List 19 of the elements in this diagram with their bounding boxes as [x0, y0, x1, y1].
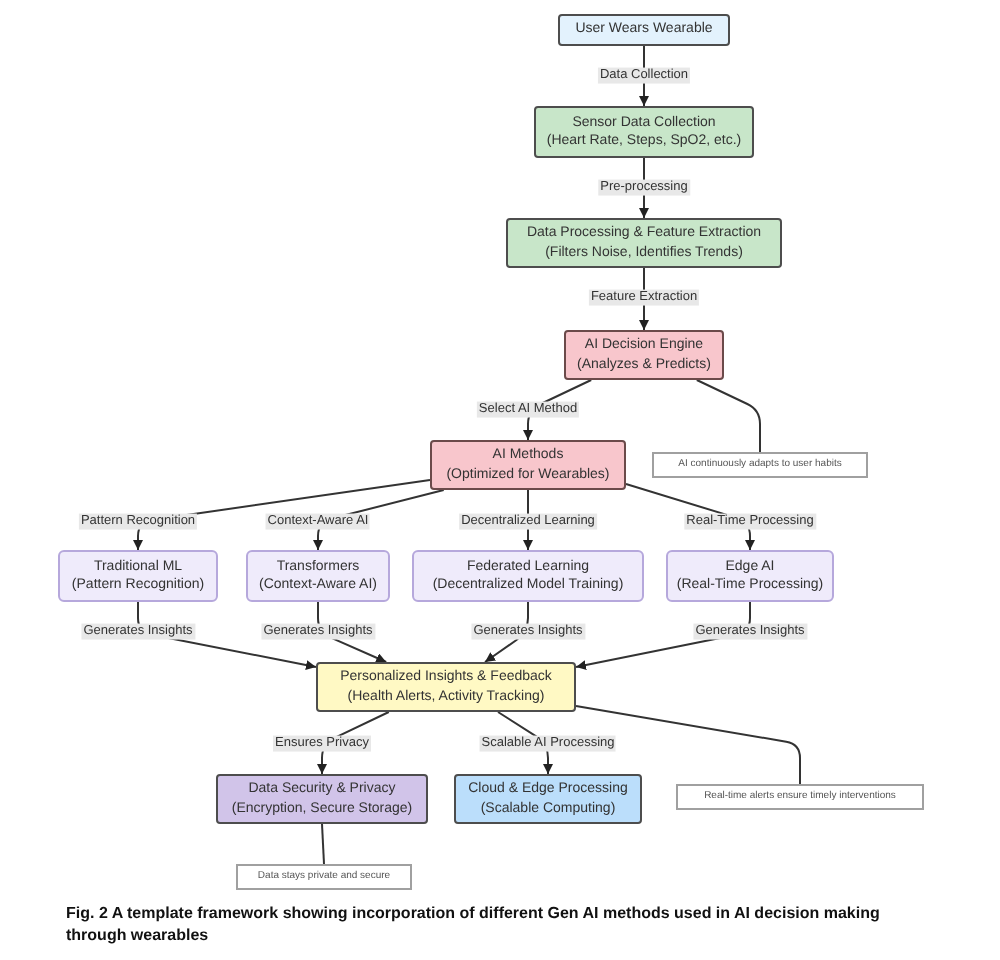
- process-box: [558, 14, 730, 46]
- process-box: [216, 774, 428, 824]
- connector-line: [321, 823, 325, 865]
- process-box: [454, 774, 642, 824]
- process-box: [412, 550, 644, 602]
- note-box: [236, 864, 412, 890]
- figure-caption: Fig. 2 A template framework showing incorporation of different Gen AI methods used in AI decision making through wearables: [66, 904, 882, 948]
- process-box: [564, 330, 724, 380]
- process-box: [666, 550, 834, 602]
- process-box: [534, 106, 754, 158]
- process-box: [316, 662, 576, 712]
- process-box: [246, 550, 390, 602]
- note-box: [652, 452, 868, 478]
- connector-line: [575, 705, 801, 785]
- note-box: [676, 784, 924, 810]
- process-box: [58, 550, 218, 602]
- process-box: [506, 218, 782, 268]
- connector-line: [695, 379, 761, 453]
- process-box: [430, 440, 626, 490]
